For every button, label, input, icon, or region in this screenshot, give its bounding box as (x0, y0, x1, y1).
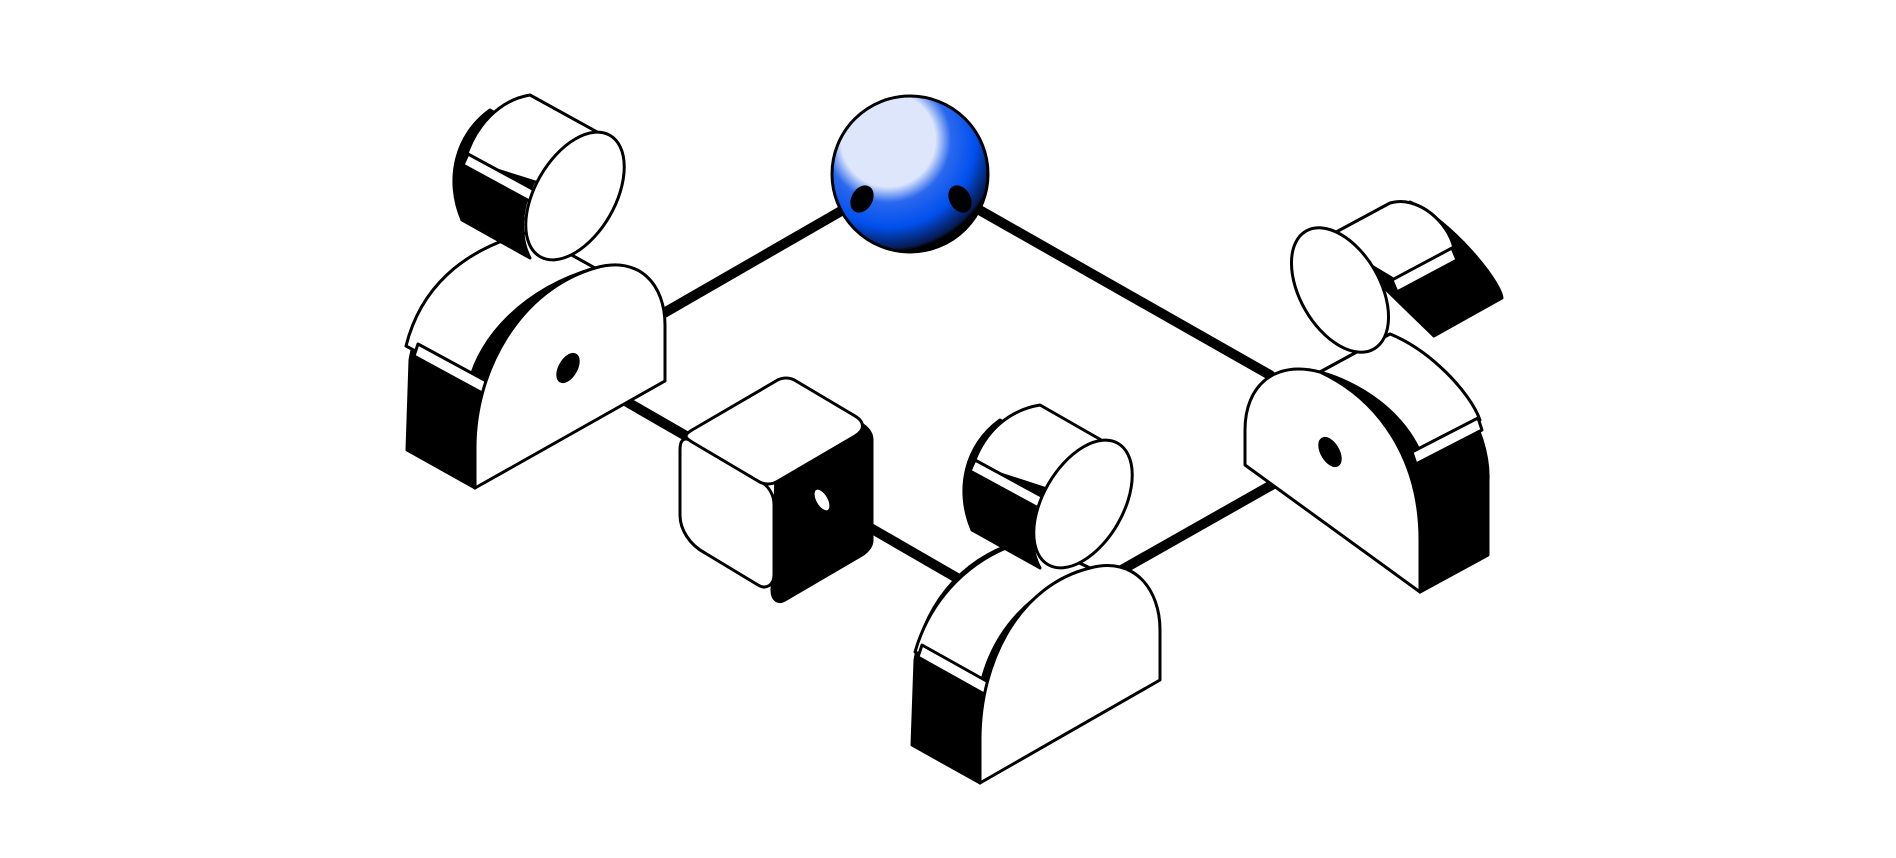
person-left-icon (404, 93, 667, 490)
person-front-icon (910, 403, 1162, 785)
cube-hub-icon (678, 376, 874, 604)
sphere-hub-icon (830, 94, 990, 254)
person-right-icon (1243, 200, 1504, 594)
link-left-to-sphere (659, 189, 867, 318)
link-sphere-to-right (955, 189, 1275, 380)
